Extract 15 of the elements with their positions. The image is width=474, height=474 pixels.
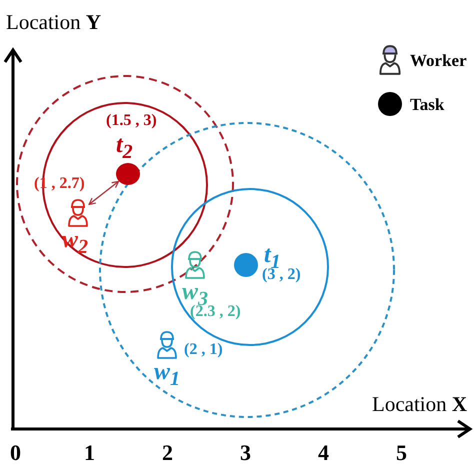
- tick-label: 1: [84, 442, 95, 464]
- legend-label: Worker: [410, 52, 467, 69]
- axis-title: Location X: [372, 394, 468, 415]
- tick-label: 2: [162, 442, 173, 464]
- tick-label: 3: [240, 442, 251, 464]
- legend-label: Task: [410, 96, 444, 113]
- tick-label: 5: [396, 442, 407, 464]
- axis-title: Location Y: [6, 12, 102, 33]
- tick-label: 0: [10, 442, 21, 464]
- tick-label: 4: [318, 442, 329, 464]
- point-label: w$_{1}$: [154, 360, 180, 389]
- point-label: t$_{2}$: [116, 133, 133, 162]
- coordinate-label: (2 , 1): [184, 342, 223, 358]
- double-arrow: [88, 180, 120, 205]
- coordinate-label: (1.5 , 3): [106, 113, 157, 129]
